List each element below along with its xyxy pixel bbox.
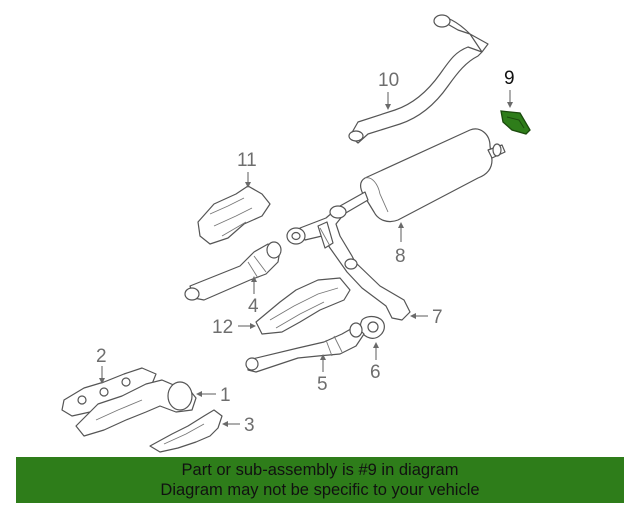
part-7-y-pipe[interactable] <box>286 191 411 321</box>
callout-3: 3 <box>244 415 255 436</box>
callout-12: 12 <box>212 317 233 338</box>
callout-4: 4 <box>248 296 259 317</box>
callout-6: 6 <box>370 362 381 383</box>
callout-8: 8 <box>395 246 406 267</box>
callout-7: 7 <box>432 307 443 328</box>
part-11-heat-shield[interactable] <box>197 185 271 245</box>
callout-9: 9 <box>504 68 515 89</box>
part-4-converter[interactable] <box>184 241 282 301</box>
callout-11: 11 <box>237 150 257 171</box>
part-10-tail-pipe[interactable] <box>348 14 489 144</box>
part-9-hanger[interactable] <box>500 110 531 135</box>
info-banner: Part or sub-assembly is #9 in diagram Di… <box>16 457 624 503</box>
callout-5: 5 <box>317 374 328 395</box>
exhaust-parts-diagram: 10 9 11 8 4 12 7 6 5 2 1 3 <box>61 14 531 453</box>
banner-line-1: Part or sub-assembly is #9 in diagram <box>181 461 459 479</box>
part-6-gasket[interactable] <box>359 315 385 339</box>
callout-10: 10 <box>378 70 399 91</box>
part-12-heat-shield[interactable] <box>255 277 351 335</box>
part-3-manifold-heat-shield[interactable] <box>149 409 223 453</box>
callout-1: 1 <box>220 385 231 406</box>
banner-line-2: Diagram may not be specific to your vehi… <box>160 481 480 499</box>
part-5-front-pipe[interactable] <box>245 322 365 373</box>
callout-2: 2 <box>96 346 107 367</box>
leader-lines <box>99 90 513 427</box>
part-1-exhaust-manifold[interactable] <box>75 379 197 437</box>
part-8-muffler[interactable] <box>359 128 506 223</box>
